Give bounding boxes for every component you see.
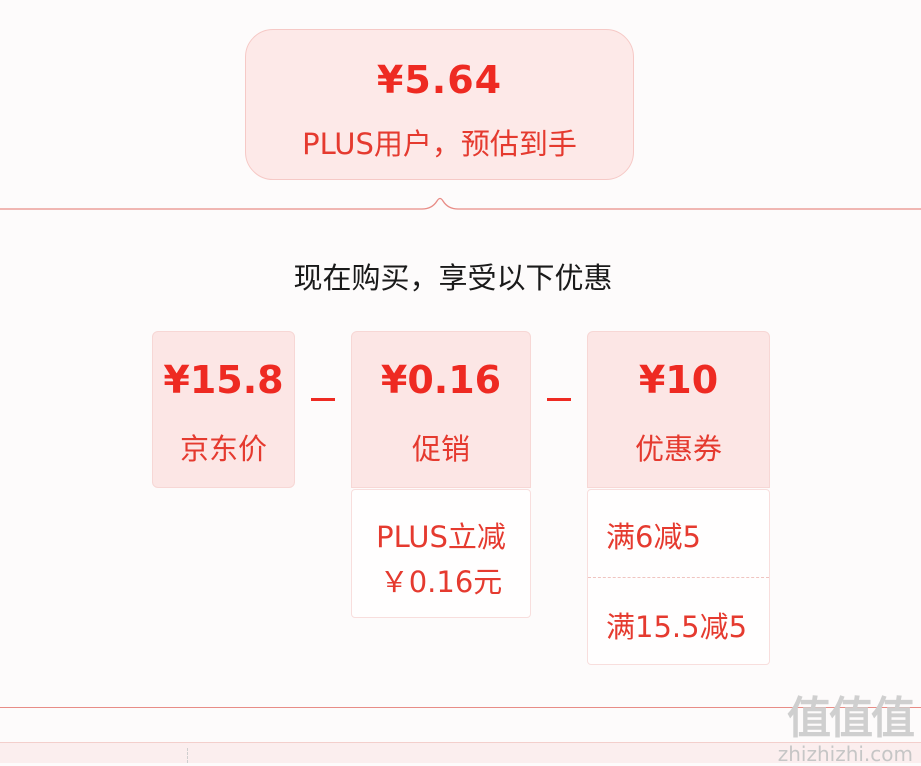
strip-divider (187, 748, 189, 763)
discount-headline: 现在购买，享受以下优惠 (293, 261, 613, 295)
coupon-rule-divider (588, 577, 769, 578)
promotion-value: ¥0.16 (380, 358, 502, 402)
estimated-price: ¥5.64 (376, 58, 503, 102)
watermark-logo: 值值值 (787, 693, 915, 744)
promotion-detail-line2: ￥0.16元 (379, 565, 503, 599)
minus-sign (547, 398, 571, 401)
jd-price-value: ¥15.8 (163, 358, 284, 402)
coupon-card: ¥10 优惠券 (587, 331, 770, 488)
estimated-price-bubble: ¥5.64 PLUS用户，预估到手 (245, 29, 634, 180)
coupon-rule-2: 满15.5减5 (606, 610, 748, 644)
promotion-card: ¥0.16 促销 (351, 331, 531, 488)
bottom-strip (0, 742, 921, 763)
promotion-detail-box: PLUS立减 ￥0.16元 (351, 489, 531, 618)
watermark: 值值值 zhizhizhi.com (777, 682, 915, 766)
coupon-value: ¥10 (638, 358, 719, 402)
watermark-url: zhizhizhi.com (777, 742, 913, 766)
promotion-detail-line1: PLUS立减 (376, 520, 506, 554)
divider-with-notch (0, 197, 921, 210)
minus-sign (311, 398, 335, 401)
promotion-label: 促销 (411, 432, 470, 466)
jd-price-card: ¥15.8 京东价 (152, 331, 295, 488)
coupon-label: 优惠券 (634, 432, 722, 466)
jd-price-label: 京东价 (179, 432, 267, 466)
bottom-divider (0, 707, 921, 708)
coupon-rule-1: 满6减5 (606, 520, 701, 554)
coupon-detail-box: 满6减5 满15.5减5 (587, 489, 770, 665)
estimated-price-label: PLUS用户，预估到手 (302, 127, 577, 161)
